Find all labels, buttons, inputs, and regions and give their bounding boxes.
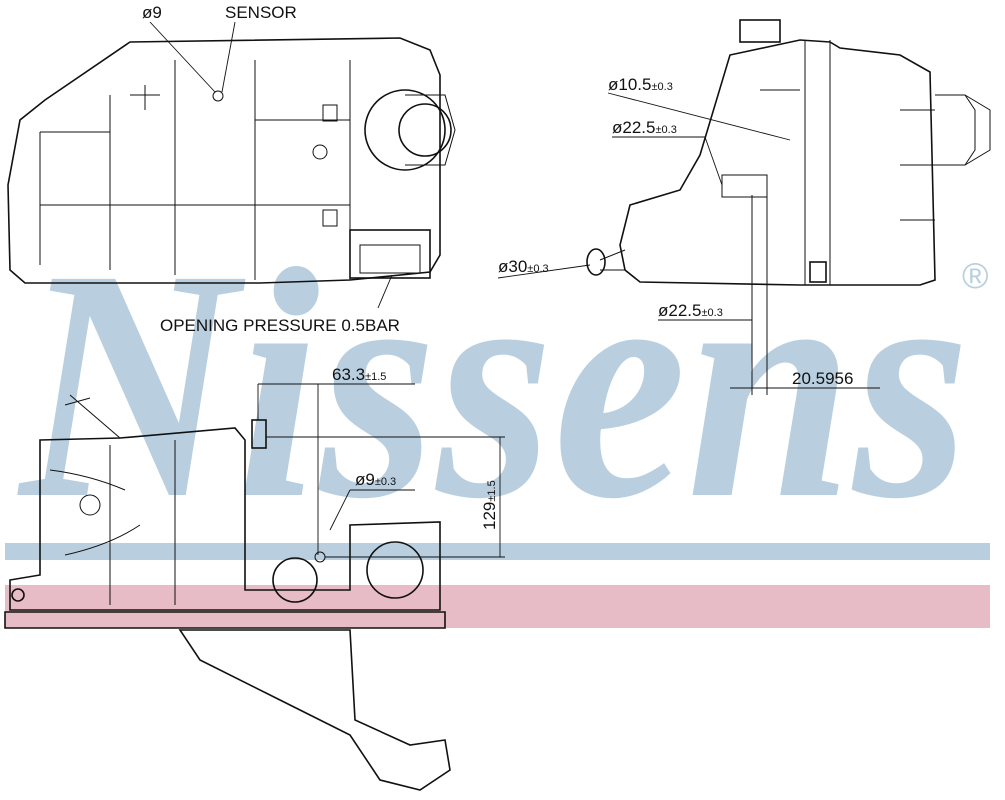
dim-height: 129±1.5 [480,480,499,530]
nissens-watermark: Nissens [15,202,970,567]
sensor-label: SENSOR [225,3,297,22]
dim-width: 63.3±1.5 [332,365,386,384]
tank-front-view [4,394,451,791]
hole-label: ø9 [142,3,162,22]
registered-mark: ® [962,255,989,296]
dim-d1: ø10.5±0.3 [608,75,673,94]
blue-band [5,543,990,560]
dim-offset: 20.5956 [792,369,853,388]
tank-top-view [7,37,456,284]
dim-hole: ø9±0.3 [355,470,396,489]
pink-band [5,585,990,628]
dim-d2: ø22.5±0.3 [612,118,677,137]
dim-d3: ø30±0.3 [498,257,549,276]
pressure-note: OPENING PRESSURE 0.5BAR [160,316,400,335]
dim-d4: ø22.5±0.3 [658,301,723,320]
tank-side-view [586,19,991,395]
